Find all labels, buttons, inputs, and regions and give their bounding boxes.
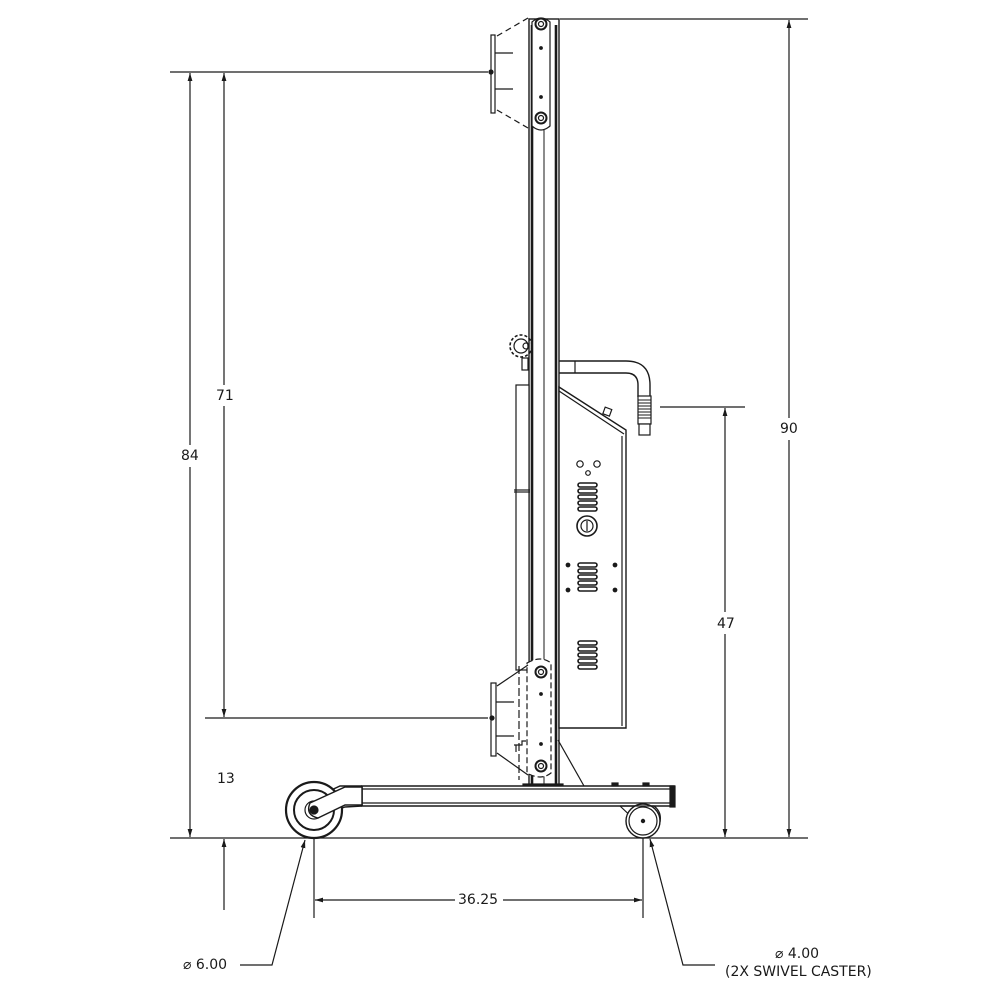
- callout-rear-wheel: ⌀ 6.00: [183, 957, 228, 973]
- rear-wheel: [284, 780, 363, 840]
- top-carriage: [531, 17, 551, 131]
- dim-label-84: 84: [181, 448, 199, 464]
- dim-label-90: 90: [780, 421, 798, 437]
- vent-middle: [577, 562, 598, 592]
- vent-lower: [577, 640, 598, 670]
- front-caster: [619, 803, 661, 839]
- dim-label-36-25: 36.25: [458, 892, 499, 908]
- handle: [559, 360, 652, 436]
- bottom-carriage: [518, 658, 552, 780]
- dim-label-47: 47: [717, 616, 735, 632]
- leader-front-caster: [649, 838, 715, 966]
- winch-gear: [509, 334, 533, 371]
- vent-upper: [577, 482, 598, 512]
- dim-label-13: 13: [217, 771, 235, 787]
- key-switch-icon: [576, 515, 598, 537]
- base-frame: [309, 782, 676, 818]
- brace: [557, 739, 585, 787]
- lift-cylinder: [514, 384, 530, 671]
- top-mount-plate: [488, 17, 529, 129]
- dim-label-71: 71: [216, 388, 234, 404]
- callout-front-caster: ⌀ 4.00: [775, 946, 820, 962]
- bottom-mount-plate: [489, 664, 529, 776]
- callout-front-caster-note: (2X SWIVEL CASTER): [725, 964, 872, 980]
- leader-rear-wheel: [240, 839, 306, 966]
- control-cabinet: [558, 385, 627, 729]
